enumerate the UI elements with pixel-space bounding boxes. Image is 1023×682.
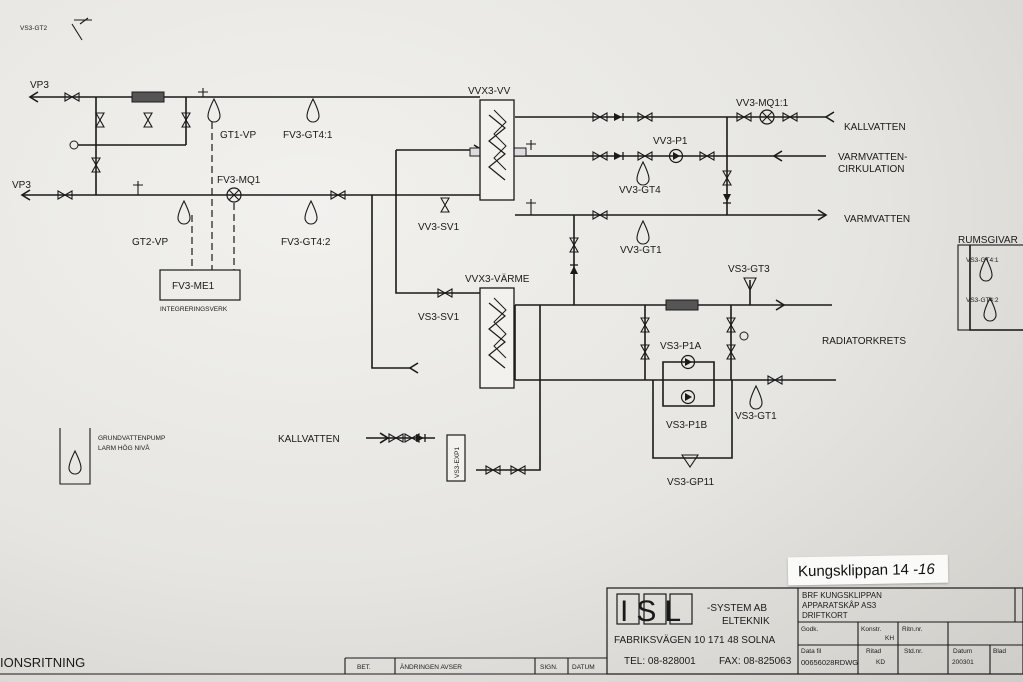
label-radiatorkrets: RADIATORKRETS bbox=[822, 336, 906, 347]
flow-arrows bbox=[20, 91, 835, 444]
label-vv3-gt4: VV3-GT4 bbox=[619, 185, 661, 196]
label-rums-gt4-2: VS3-GT4:2 bbox=[966, 297, 999, 304]
sign-label: SIGN. bbox=[540, 664, 558, 671]
label-vs3-gt3: VS3-GT3 bbox=[728, 264, 770, 275]
datum-value: 200301 bbox=[952, 659, 974, 666]
godk-label: Godk. bbox=[801, 626, 819, 633]
components bbox=[57, 91, 798, 482]
drawing-type-title: IONSRITNING bbox=[0, 655, 85, 670]
label-fv3-mq1: FV3-MQ1 bbox=[217, 175, 261, 186]
ritad-value: KD bbox=[876, 659, 885, 666]
label-vs3-p1a: VS3-P1A bbox=[660, 341, 701, 352]
label-vs3-gt1: VS3-GT1 bbox=[735, 411, 777, 422]
company-division: ELTEKNIK bbox=[722, 616, 770, 627]
label-vvx3-vv: VVX3-VV bbox=[468, 86, 511, 97]
sensors bbox=[68, 88, 997, 475]
label-rums-gt4-1: VS3-GT4:1 bbox=[966, 257, 999, 264]
note-text: Kungsklippan 14 bbox=[797, 561, 910, 581]
label-vv3-mq1-1: VV3-MQ1:1 bbox=[736, 98, 789, 109]
label-rumsgivare: RUMSGIVAR bbox=[958, 235, 1018, 246]
label-varmvatten: VARMVATTEN bbox=[844, 214, 910, 225]
konstr-label: Konstr. bbox=[861, 626, 881, 633]
label-vvx3-varme: VVX3-VÄRME bbox=[465, 273, 530, 285]
handwritten-note: Kungsklippan 14 -16 bbox=[787, 554, 949, 586]
konstr-value: KH bbox=[885, 635, 894, 642]
label-vv3-gt1: VV3-GT1 bbox=[620, 245, 662, 256]
fv3-me1-box bbox=[159, 269, 241, 301]
company-fax: FAX: 08-825063 bbox=[719, 656, 792, 667]
project-line-2: APPARATSKÅP AS3 bbox=[802, 601, 877, 610]
label-vv3-p1: VV3-P1 bbox=[653, 136, 688, 147]
company-tel: TEL: 08-828001 bbox=[624, 656, 696, 667]
std-nr-label: Std.nr. bbox=[904, 648, 923, 655]
label-vp3-bottom: VP3 bbox=[12, 180, 31, 191]
label-kallvatten-top: KALLVATTEN bbox=[844, 122, 906, 133]
isl-logo: ISL bbox=[620, 595, 689, 628]
ritad-label: Ritad bbox=[866, 648, 882, 655]
label-grundvattenpump: GRUNDVATTENPUMP bbox=[98, 435, 165, 442]
andringen-label: ÄNDRINGEN AVSER bbox=[400, 663, 462, 671]
bet-label: BET. bbox=[357, 664, 371, 671]
label-fv3-gt4-1: FV3-GT4:1 bbox=[283, 130, 333, 141]
datum-label: Datum bbox=[953, 648, 972, 655]
label-integreringsverk: INTEGRERINGSVERK bbox=[160, 306, 228, 313]
title-block: ISL -SYSTEM AB ELTEKNIK FABRIKSVÄGEN 10 … bbox=[0, 587, 1023, 675]
data-fil-value: 00656028RDWG bbox=[801, 658, 858, 667]
label-vs3-gt2: VS3-GT2 bbox=[20, 25, 47, 32]
label-vs3-p1b: VS3-P1B bbox=[666, 420, 707, 431]
data-fil-label: Data fil bbox=[801, 648, 822, 655]
label-vs3-gp11: VS3-GP11 bbox=[667, 477, 714, 488]
company-name: -SYSTEM AB bbox=[707, 603, 767, 614]
label-vp3-top: VP3 bbox=[30, 80, 49, 91]
label-gt1-vp: GT1-VP bbox=[220, 130, 256, 141]
label-vs3-exp1: VS3-EXP1 bbox=[454, 447, 461, 478]
labels: VS3-GT2 VP3 VP3 GT1-VP FV3-GT4:1 FV3-MQ1… bbox=[12, 25, 1018, 488]
label-vv3-sv1: VV3-SV1 bbox=[418, 222, 460, 233]
label-vs3-sv1: VS3-SV1 bbox=[418, 312, 460, 323]
label-varmvatten-cirkulation-1: VARMVATTEN- bbox=[838, 152, 907, 163]
label-fv3-me1: FV3-ME1 bbox=[172, 281, 215, 292]
company-address: FABRIKSVÄGEN 10 171 48 SOLNA bbox=[614, 634, 776, 646]
note-handwritten: -16 bbox=[912, 560, 935, 579]
project-line-1: BRF KUNGSKLIPPAN bbox=[802, 591, 882, 600]
label-kallvatten-bottom: KALLVATTEN bbox=[278, 434, 340, 445]
label-fv3-gt4-2: FV3-GT4:2 bbox=[281, 237, 331, 248]
label-gt2-vp: GT2-VP bbox=[132, 237, 168, 248]
blad-label: Blad bbox=[993, 648, 1006, 655]
project-line-3: DRIFTKORT bbox=[802, 611, 848, 620]
label-varmvatten-cirkulation-2: CIRKULATION bbox=[838, 164, 905, 175]
label-larm-hog-niva: LARM HÖG NIVÅ bbox=[98, 443, 150, 452]
datum-col-label: DATUM bbox=[572, 664, 595, 671]
ritn-nr-label: Ritn.nr. bbox=[902, 626, 923, 633]
